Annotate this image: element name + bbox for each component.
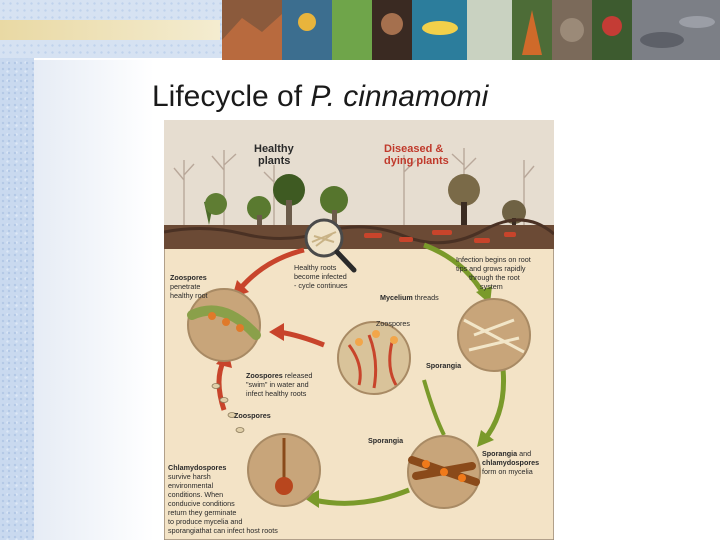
decorative-sidebar [0,0,34,540]
header-diseased-line2: dying plants [384,155,449,167]
label-sporangia-chlamy-2: chlamydospores [482,458,539,467]
title-prefix: Lifecycle of [152,80,311,113]
stage-mycelium [457,298,531,372]
label-infection-2: tips and grows rapidly [456,264,526,273]
label-chlamydospores-3: conditions. When [168,490,223,499]
label-zoospores-released-3: infect healthy roots [246,389,307,398]
label-chlamydospores-1: survive harsh [168,472,211,481]
header-healthy-line1: Healthy [254,143,295,155]
stage-sporangia-chlamydospores [407,435,481,509]
label-infection-1: Infection begins on root [456,255,531,264]
label-zoospores-penetrate-3: healthy root [170,291,208,300]
label-chlamydospores-title: Chlamydospores [168,463,226,472]
label-zoospores-center: Zoospores [376,319,410,328]
label-zoospores-released-2: "swim" in water and [246,380,309,389]
header-healthy-line2: plants [258,155,290,167]
label-sporangia-chlamy-3: form on mycelia [482,467,533,476]
label-chlamydospores-2: environmental [168,481,214,490]
label-chlamydospores-4: conducive conditions [168,499,235,508]
header-gold-strip [0,20,220,40]
label-healthy-roots-3: - cycle continues [294,281,348,290]
label-chlamydospores-5: return they germinate [168,508,236,517]
stage-sporangia-center [337,321,411,395]
label-sporangia-center: Sporangia [426,361,462,370]
label-infection-3: through the root [469,273,520,282]
stage-zoospores-penetrate [187,288,261,362]
label-healthy-roots-1: Healthy roots [294,263,337,272]
header-diseased-line1: Diseased & [384,143,443,155]
label-chlamydospores-7: sporangiathat can infect host roots [168,526,278,535]
label-sporangia-chlamy-1: Sporangia and [482,449,531,458]
slide-panel-shadow [34,60,154,540]
magnifier-icon [304,218,357,273]
label-chlamydospores-6: to produce mycelia and [168,517,242,526]
slide-title: Lifecycle of P. cinnamomi [152,80,488,114]
label-zoospores-released: Zoospores released [246,371,312,380]
label-zoospores-left: Zoospores [234,411,271,420]
label-sporangia-bottom: Sporangia [368,436,404,445]
label-infection-4: system [480,282,503,291]
label-healthy-roots-2: become infected [294,272,347,281]
nature-photo-banner [222,0,720,60]
label-zoospores-penetrate-2: penetrate [170,282,200,291]
title-species: P. cinnamomi [310,80,489,113]
stage-chlamydospores [247,433,321,507]
label-zoospores-penetrate-1: Zoospores [170,273,207,282]
label-mycelium: Mycelium threads [380,293,439,302]
lifecycle-diagram: Healthy plants Diseased & dying plants [164,120,554,540]
